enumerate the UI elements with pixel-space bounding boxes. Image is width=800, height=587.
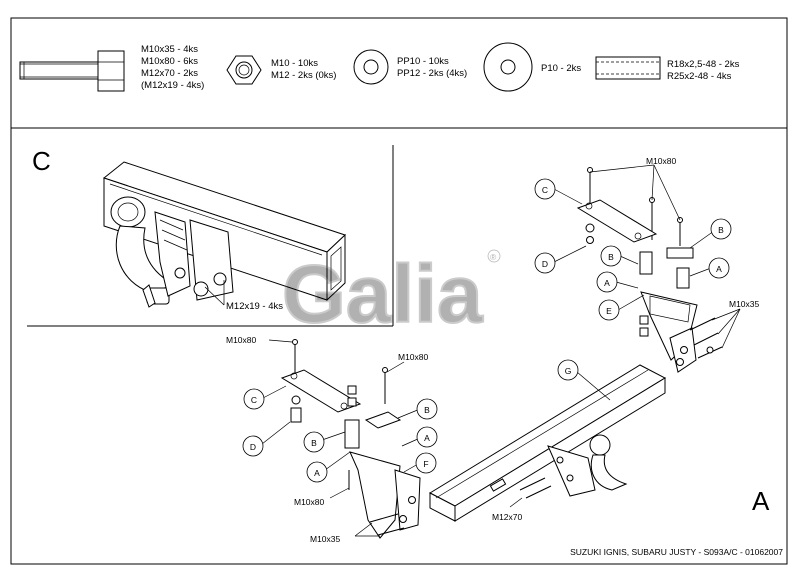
- svg-text:A: A: [716, 264, 722, 274]
- tube-spec-line: R25x2-48 - 4ks: [667, 71, 732, 82]
- registered-mark: ®: [490, 252, 497, 262]
- footer-caption: SUZUKI IGNIS, SUBARU JUSTY - S093A/C - 0…: [570, 547, 783, 557]
- washer-spec-line: PP12 - 2ks (4ks): [397, 68, 467, 79]
- tow-ball-assembly: [489, 434, 628, 497]
- bolt-spec-line: (M12x19 - 4ks): [141, 80, 204, 91]
- callout-g: G: [557, 359, 579, 381]
- svg-text:F: F: [423, 459, 428, 469]
- plate-spec-line: P10 - 2ks: [541, 63, 581, 74]
- svg-text:B: B: [424, 405, 430, 415]
- sheet-frame: [10, 17, 788, 565]
- legend-nut: M10 - 10ks M12 - 2ks (0ks): [226, 55, 336, 85]
- label-m10x80: M10x80: [294, 497, 325, 507]
- main-crossbar: [428, 364, 667, 522]
- legend-plate: P10 - 2ks: [483, 42, 581, 92]
- legend-tube: R18x2,5-48 - 2ks R25x2-48 - 4ks: [595, 56, 740, 82]
- label-m10x80: M10x80: [398, 352, 429, 362]
- svg-text:A: A: [604, 278, 610, 288]
- detail-c-letter: C: [32, 146, 51, 176]
- svg-text:C: C: [542, 185, 548, 195]
- mounting-bracket-drawing: [154, 211, 234, 301]
- legend-washer: PP10 - 10ks PP12 - 2ks (4ks): [353, 49, 467, 85]
- svg-text:B: B: [311, 438, 317, 448]
- tube-spec-line: R18x2,5-48 - 2ks: [667, 59, 740, 70]
- svg-text:D: D: [250, 442, 256, 452]
- svg-text:D: D: [542, 259, 548, 269]
- svg-text:B: B: [718, 225, 724, 235]
- callout-d: D: [534, 252, 556, 274]
- svg-text:C: C: [251, 395, 257, 405]
- callout-b: B: [303, 431, 325, 453]
- washer-icon: [353, 49, 389, 85]
- watermark: Galia ®: [281, 248, 501, 341]
- left-hardware: [280, 339, 552, 536]
- legend-bolt: M10x35 - 4ks M10x80 - 6ks M12x70 - 2ks (…: [19, 44, 204, 92]
- left-bracket: [349, 451, 421, 539]
- detail-c-bolt-label: M12x19 - 4ks: [226, 301, 283, 312]
- callout-c: C: [243, 388, 265, 410]
- main-assembly-letter: A: [752, 486, 770, 516]
- right-bracket: [640, 291, 698, 373]
- bolt-icon: [19, 50, 125, 92]
- hex-nut-icon: [226, 55, 262, 85]
- spacer-tube-icon: [595, 56, 661, 80]
- label-m10x35: M10x35: [729, 299, 760, 309]
- callout-f: F: [415, 452, 437, 474]
- detail-c-panel: C M12x19 - 4ks: [27, 145, 394, 327]
- svg-text:B: B: [608, 252, 614, 262]
- right-hardware: [576, 167, 723, 359]
- leader-lines: [261, 164, 741, 537]
- washer-spec-line: PP10 - 10ks: [397, 56, 449, 67]
- callout-c: C: [534, 178, 556, 200]
- callout-a: A: [708, 257, 730, 279]
- label-m10x80: M10x80: [646, 156, 677, 166]
- label-m12x70: M12x70: [492, 512, 523, 522]
- callout-e: E: [598, 299, 620, 321]
- svg-text:A: A: [424, 433, 430, 443]
- callout-b: B: [416, 398, 438, 420]
- nut-spec-line: M10 - 10ks: [271, 58, 318, 69]
- tow-ball-drawing: [110, 196, 177, 308]
- callout-a: A: [306, 461, 328, 483]
- label-m10x35: M10x35: [310, 534, 341, 544]
- svg-text:A: A: [314, 468, 320, 478]
- plate-washer-icon: [483, 42, 533, 92]
- callout-d: D: [242, 435, 264, 457]
- bolt-spec-line: M12x70 - 2ks: [141, 68, 198, 79]
- svg-text:G: G: [565, 366, 572, 376]
- nut-spec-line: M12 - 2ks (0ks): [271, 70, 336, 81]
- svg-text:E: E: [606, 306, 612, 316]
- callout-b: B: [600, 245, 622, 267]
- watermark-text: Galia: [282, 249, 484, 340]
- callout-b: B: [710, 218, 732, 240]
- callout-a: A: [416, 426, 438, 448]
- label-m10x80: M10x80: [226, 335, 257, 345]
- callout-a: A: [596, 271, 618, 293]
- bolt-spec-line: M10x35 - 4ks: [141, 44, 198, 55]
- bolt-spec-line: M10x80 - 6ks: [141, 56, 198, 67]
